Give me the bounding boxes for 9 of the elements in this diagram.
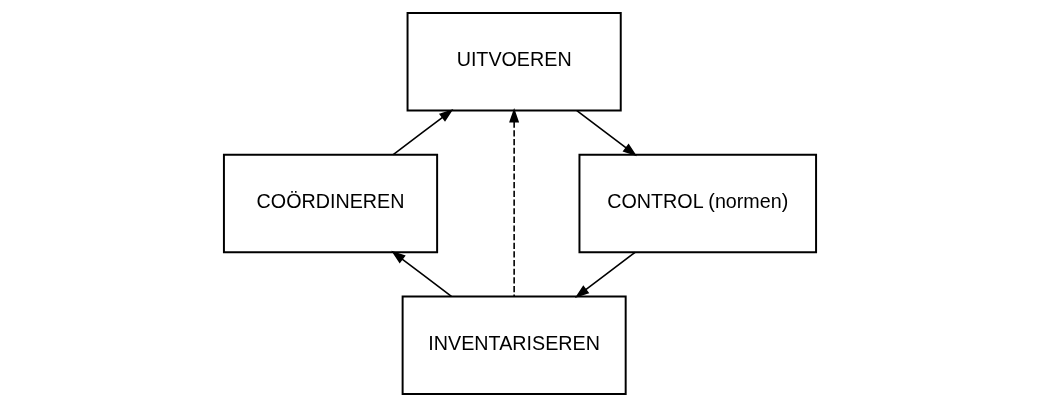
arrow: [392, 109, 454, 156]
node-box: COÖRDINEREN: [222, 153, 439, 254]
node-box: CONTROL (normen): [578, 153, 818, 254]
node-box: UITVOEREN: [406, 12, 622, 112]
arrow: [391, 250, 453, 298]
arrow: [509, 108, 520, 297]
node-box: INVENTARISEREN: [401, 295, 627, 395]
arrow: [574, 251, 636, 298]
arrow: [576, 109, 637, 157]
